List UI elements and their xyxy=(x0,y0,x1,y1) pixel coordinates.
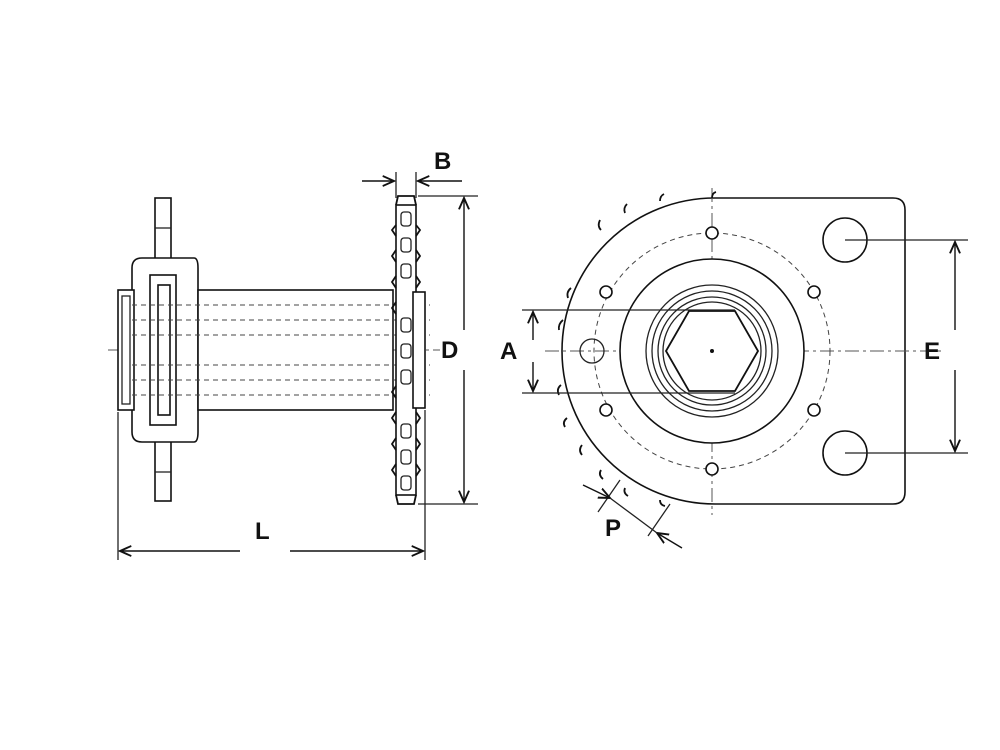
hub-ring-2 xyxy=(645,284,779,418)
hub-ring-5 xyxy=(662,301,762,401)
label-d: D xyxy=(441,337,459,364)
label-a: A xyxy=(500,338,518,365)
dimension-l xyxy=(117,410,426,560)
shaft-tube xyxy=(197,289,394,411)
center-dot xyxy=(710,349,714,353)
label-p: P xyxy=(605,515,622,542)
left-collar xyxy=(117,289,135,411)
dimension-e xyxy=(845,239,968,454)
left-collar-inner xyxy=(121,295,131,405)
label-l: L xyxy=(255,518,270,545)
dimension-b xyxy=(362,172,462,198)
sprocket-teeth xyxy=(556,191,717,507)
hub-ring-4 xyxy=(657,296,767,406)
dimension-a xyxy=(522,309,735,394)
flange-notches xyxy=(155,227,171,473)
side-view xyxy=(108,172,478,560)
front-view xyxy=(522,188,968,549)
hex-bore xyxy=(664,310,760,392)
bolt-circle xyxy=(593,232,831,470)
label-b: B xyxy=(434,148,452,175)
hidden-lines xyxy=(132,304,430,396)
bolt-holes xyxy=(579,226,821,476)
flange-core xyxy=(157,284,171,416)
sprocket-side xyxy=(390,195,426,505)
dimension-d xyxy=(418,195,478,505)
dimension-p xyxy=(582,479,683,549)
label-e: E xyxy=(924,338,941,365)
hub-ring-3 xyxy=(651,290,773,412)
